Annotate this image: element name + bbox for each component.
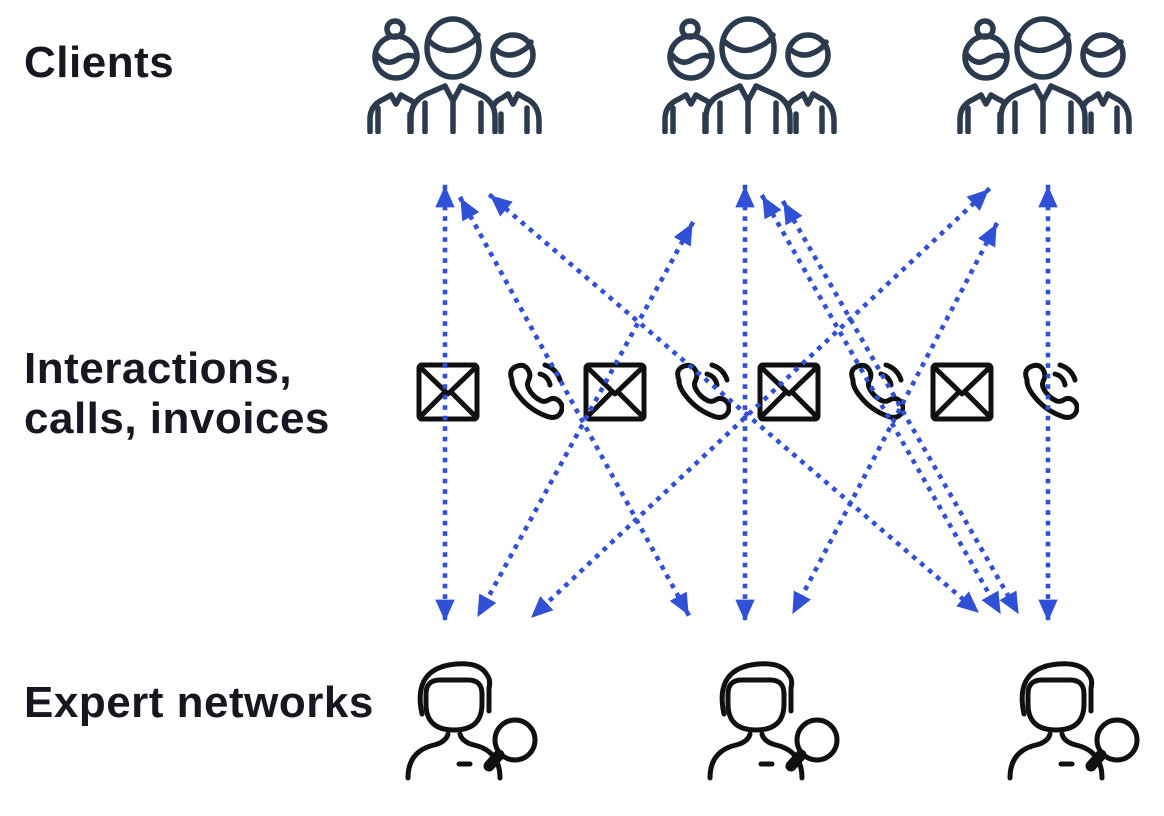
phone-icon-6: [843, 358, 905, 422]
people-group-icon-C3: [955, 16, 1135, 134]
envelope-icon-5: [756, 361, 822, 423]
interactions-label-line1: Interactions,: [24, 344, 293, 393]
interactions-label-line2: calls, invoices: [24, 394, 330, 443]
person-search-icon-E3: [998, 654, 1150, 782]
interactions-label: Interactions, calls, invoices: [24, 344, 330, 444]
experts-label: Expert networks: [24, 678, 374, 727]
people-group-icon-C2: [660, 16, 840, 134]
arrow-C1-E2: [457, 195, 692, 618]
envelope-icon-7: [929, 361, 995, 423]
person-search-icon-E1: [396, 654, 548, 782]
people-group-icon-C1: [365, 16, 545, 134]
clients-label: Clients: [24, 38, 175, 87]
person-search-icon-E2: [698, 654, 850, 782]
phone-icon-2: [502, 358, 564, 422]
phone-icon-4: [669, 358, 731, 422]
envelope-icon-1: [415, 361, 481, 423]
envelope-icon-3: [582, 361, 648, 423]
phone-icon-8: [1017, 358, 1079, 422]
